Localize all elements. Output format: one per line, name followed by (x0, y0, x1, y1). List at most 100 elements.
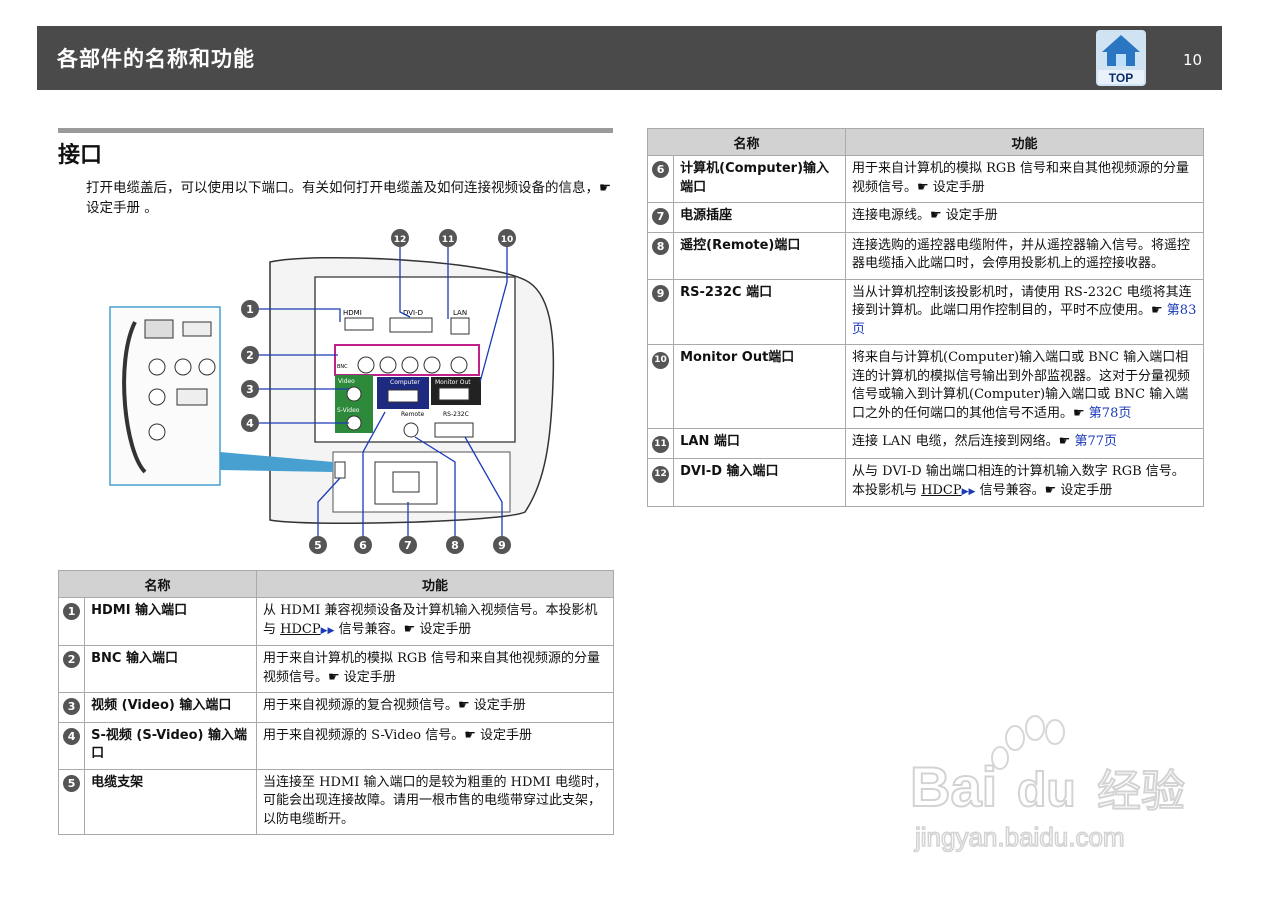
port-name: 视频 (Video) 输入端口 (84, 692, 257, 723)
port-name: 遥控(Remote)端口 (673, 231, 846, 280)
port-name: Monitor Out端口 (673, 344, 846, 429)
table-row: 12 DVI-D 输入端口 从与 DVI-D 输出端口相连的计算机输入数字 RG… (646, 458, 1204, 507)
col-header-func: 功能 (845, 128, 1204, 156)
row-number-badge: 9 (652, 284, 670, 302)
table-row: 11 LAN 端口 连接 LAN 电缆，然后连接到网络。☛ 第77页 (646, 428, 1204, 459)
svg-text:DVI-D: DVI-D (403, 309, 423, 317)
col-header-name: 名称 (58, 570, 257, 598)
row-number-badge: 10 (652, 352, 670, 369)
port-name: DVI-D 输入端口 (673, 458, 846, 507)
watermark-url: jingyan.baidu.com (914, 822, 1125, 852)
callout-6: 6 (359, 539, 367, 552)
port-function: 用于来自视频源的复合视频信号。☛ 设定手册 (256, 692, 614, 723)
svg-text:S-Video: S-Video (337, 407, 360, 414)
callout-5: 5 (314, 539, 322, 552)
top-home-icon[interactable]: TOP (1096, 30, 1146, 86)
table-row: 10 Monitor Out端口 将来自与计算机(Computer)输入端口或 … (646, 344, 1204, 429)
row-number-badge: 2 (63, 651, 81, 668)
glossary-arrow-icon: ▶▶ (961, 486, 976, 497)
ports-table-left: 名称 功能 1 HDMI 输入端口 从 HDMI 兼容视频设备及计算机输入视频信… (57, 570, 614, 835)
port-function: 连接电源线。☛ 设定手册 (845, 202, 1204, 233)
row-number-badge: 5 (63, 774, 81, 792)
watermark-brand-2: du (1017, 764, 1076, 817)
page-77-link[interactable]: 第77页 (1074, 434, 1117, 449)
page-header: 各部件的名称和功能 TOP 10 (37, 26, 1222, 90)
port-function: 从与 DVI-D 输出端口相连的计算机输入数字 RGB 信号。本投影机与 HDC… (845, 458, 1204, 507)
callout-8: 8 (451, 539, 459, 552)
svg-text:RS-232C: RS-232C (443, 411, 469, 418)
port-name: 计算机(Computer)输入端口 (673, 155, 846, 203)
table-row: 1 HDMI 输入端口 从 HDMI 兼容视频设备及计算机输入视频信号。本投影机… (57, 597, 614, 646)
svg-text:HDMI: HDMI (343, 309, 362, 317)
callout-10: 10 (501, 235, 514, 245)
baidu-jingyan-watermark: Bai du 经验 jingyan.baidu.com (909, 715, 1186, 853)
svg-text:BNC: BNC (337, 364, 348, 370)
svg-text:Remote: Remote (401, 411, 424, 418)
svg-text:R/Cr/Pr: R/Cr/Pr (338, 349, 356, 355)
top-label: TOP (1109, 71, 1133, 85)
callout-11: 11 (442, 235, 455, 245)
row-number-badge: 12 (652, 466, 670, 483)
callout-12: 12 (394, 235, 407, 245)
glossary-arrow-icon: ▶▶ (320, 625, 335, 636)
port-function: 当连接至 HDMI 输入端口的是较为粗重的 HDMI 电缆时，可能会出现连接故障… (256, 768, 614, 835)
svg-text:Computer: Computer (390, 379, 420, 386)
table-row: 9 RS-232C 端口 当从计算机控制该投影机时，请使用 RS-232C 电缆… (646, 278, 1204, 345)
port-name: LAN 端口 (673, 428, 846, 459)
port-function: 用于来自计算机的模拟 RGB 信号和来自其他视频源的分量视频信号。☛ 设定手册 (256, 645, 614, 693)
callout-3: 3 (246, 383, 254, 396)
svg-text:Video: Video (338, 378, 355, 385)
col-header-func: 功能 (256, 570, 614, 598)
page-number: 10 (1183, 51, 1203, 69)
row-number-badge: 4 (63, 727, 81, 745)
intro-paragraph: 打开电缆盖后，可以使用以下端口。有关如何打开电缆盖及如何连接视频设备的信息，☛ … (86, 180, 612, 216)
interface-panel-diagram: HDMI DVI-D LAN R/Cr/Pr BNC Video S-Video… (109, 229, 555, 554)
port-name: 电缆支架 (84, 768, 257, 835)
port-function: 用于来自计算机的模拟 RGB 信号和来自其他视频源的分量视频信号。☛ 设定手册 (845, 155, 1204, 203)
row-number-badge: 8 (652, 237, 670, 255)
hdcp-glossary-link[interactable]: HDCP (921, 482, 962, 498)
svg-text:LAN: LAN (453, 309, 467, 317)
table-header-row: 名称 功能 (647, 128, 1204, 156)
page-title: 各部件的名称和功能 (57, 47, 255, 71)
port-function: 用于来自视频源的 S-Video 信号。☛ 设定手册 (256, 721, 614, 770)
table-row: 2 BNC 输入端口 用于来自计算机的模拟 RGB 信号和来自其他视频源的分量视… (57, 645, 614, 693)
table-row: 5 电缆支架 当连接至 HDMI 输入端口的是较为粗重的 HDMI 电缆时，可能… (57, 768, 614, 835)
port-function: 连接 LAN 电缆，然后连接到网络。☛ 第77页 (845, 428, 1204, 459)
callout-1: 1 (246, 303, 254, 316)
callout-7: 7 (404, 539, 412, 552)
table-row: 7 电源插座 连接电源线。☛ 设定手册 (646, 202, 1204, 233)
table-row: 4 S-视频 (S-Video) 输入端口 用于来自视频源的 S-Video 信… (57, 721, 614, 770)
port-function: 连接选购的遥控器电缆附件，并从遥控器输入信号。将遥控器电缆插入此端口时，会停用投… (845, 231, 1204, 280)
ports-table-right: 名称 功能 6 计算机(Computer)输入端口 用于来自计算机的模拟 RGB… (646, 128, 1204, 507)
port-function: 当从计算机控制该投影机时，请使用 RS-232C 电缆将其连接到计算机。此端口用… (845, 278, 1204, 345)
watermark-brand: Bai (910, 755, 997, 818)
table-row: 3 视频 (Video) 输入端口 用于来自视频源的复合视频信号。☛ 设定手册 (57, 692, 614, 723)
section-rule (58, 128, 613, 133)
port-function: 从 HDMI 兼容视频设备及计算机输入视频信号。本投影机与 HDCP▶▶ 信号兼… (256, 597, 614, 646)
table-row: 6 计算机(Computer)输入端口 用于来自计算机的模拟 RGB 信号和来自… (646, 155, 1204, 203)
port-function: 将来自与计算机(Computer)输入端口或 BNC 输入端口相连的计算机的模拟… (845, 344, 1204, 429)
port-name: RS-232C 端口 (673, 278, 846, 345)
port-name: HDMI 输入端口 (84, 597, 257, 646)
page-78-link[interactable]: 第78页 (1088, 405, 1132, 421)
port-name: BNC 输入端口 (84, 645, 257, 693)
callout-9: 9 (498, 539, 506, 552)
row-number-badge: 3 (63, 698, 81, 715)
row-number-badge: 7 (652, 208, 670, 225)
hand-pointer-icon: ☛ (599, 180, 612, 196)
hdcp-glossary-link[interactable]: HDCP (280, 621, 321, 637)
watermark-product: 经验 (1097, 766, 1185, 817)
svg-text:Monitor Out: Monitor Out (435, 379, 471, 386)
port-name: S-视频 (S-Video) 输入端口 (84, 721, 257, 770)
callout-4: 4 (246, 417, 254, 430)
table-row: 8 遥控(Remote)端口 连接选购的遥控器电缆附件，并从遥控器输入信号。将遥… (646, 231, 1204, 280)
callout-2: 2 (246, 349, 254, 362)
page-83-link[interactable]: 第83页 (852, 303, 1197, 337)
row-number-badge: 1 (63, 603, 81, 620)
table-header-row: 名称 功能 (58, 570, 614, 598)
port-name: 电源插座 (673, 202, 846, 233)
section-title: 接口 (58, 143, 103, 168)
row-number-badge: 6 (652, 161, 670, 178)
col-header-name: 名称 (647, 128, 846, 156)
